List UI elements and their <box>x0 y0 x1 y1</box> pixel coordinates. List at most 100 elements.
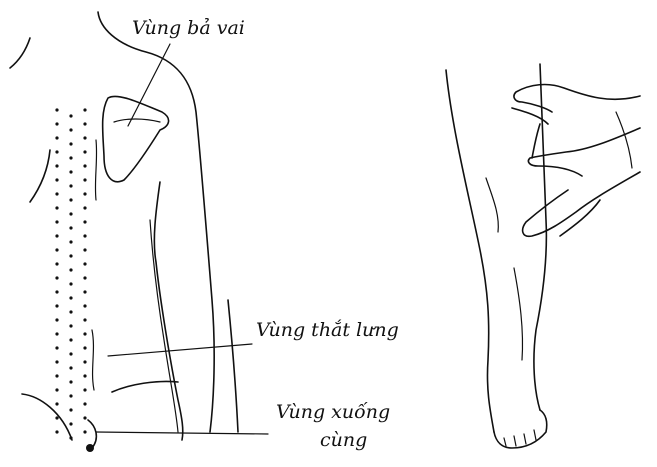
spine-dot <box>83 388 86 391</box>
spine-dot <box>55 416 58 419</box>
spine-dot <box>69 422 72 425</box>
spine-dot <box>83 276 86 279</box>
leg-outer-edge <box>446 70 494 432</box>
spine-dot <box>83 430 86 433</box>
spine-dot <box>83 318 86 321</box>
spine-dot <box>69 240 72 243</box>
spine-edge <box>95 140 96 200</box>
spine-dot <box>83 402 86 405</box>
spine-dot <box>69 310 72 313</box>
shin-line <box>514 268 523 360</box>
spine-dot <box>55 290 58 293</box>
label-sacrum-line1: Vùng xuống <box>276 401 390 423</box>
spine-dot <box>83 248 86 251</box>
spine-dot <box>55 304 58 307</box>
spine-dot <box>69 254 72 257</box>
spine-dot <box>69 226 72 229</box>
neck-outline <box>10 38 30 68</box>
spine-dot <box>83 416 86 419</box>
middle-hand <box>528 128 640 176</box>
spine-dot <box>69 366 72 369</box>
spine-dot <box>55 192 58 195</box>
spine-dot <box>83 290 86 293</box>
spine-dot <box>69 268 72 271</box>
spine-dot <box>69 170 72 173</box>
sacrum-tail <box>88 420 96 448</box>
spine-dot <box>83 206 86 209</box>
spine-dot <box>69 324 72 327</box>
spine-dots <box>55 108 86 439</box>
spine-dot <box>83 136 86 139</box>
spine-dot <box>55 206 58 209</box>
spine-dot <box>69 212 72 215</box>
buttock-curve <box>22 394 72 440</box>
spine-dot <box>83 374 86 377</box>
arm-outer-edge <box>228 300 238 432</box>
spine-dot <box>83 164 86 167</box>
spine-dot <box>55 374 58 377</box>
spine-dot <box>83 360 86 363</box>
lower-hand <box>523 172 640 236</box>
spine-dot <box>55 360 58 363</box>
lower-hand-thumb <box>560 200 600 236</box>
spine-dot <box>55 220 58 223</box>
left-back-edge <box>30 150 50 202</box>
spine-dot <box>83 332 86 335</box>
spine-dot <box>55 346 58 349</box>
shoulder-outline <box>98 12 214 432</box>
lower-back-pointer <box>108 344 252 356</box>
sacrum-mark <box>86 444 94 452</box>
back-figure <box>10 12 268 452</box>
spine-dot <box>55 150 58 153</box>
spine-dot <box>69 436 72 439</box>
spine-dot <box>55 430 58 433</box>
spine-dot <box>69 184 72 187</box>
wrist-line <box>616 112 632 168</box>
spine-dot <box>69 394 72 397</box>
spine-dot <box>55 136 58 139</box>
spine-dot <box>55 402 58 405</box>
spine-dot <box>69 380 72 383</box>
spine-dot <box>69 282 72 285</box>
spine-dot <box>55 178 58 181</box>
label-sacrum-line2: cùng <box>320 429 367 451</box>
spine-dot <box>69 352 72 355</box>
spine-dot <box>69 296 72 299</box>
spine-dot <box>83 150 86 153</box>
spine-dot <box>55 108 58 111</box>
spine-dot <box>69 338 72 341</box>
spine-dot <box>69 198 72 201</box>
spine-dot <box>83 234 86 237</box>
label-lower-back: Vùng thắt lưng <box>256 319 399 341</box>
spine-dot <box>55 234 58 237</box>
spine-dot <box>69 142 72 145</box>
spine-dot <box>55 164 58 167</box>
spine-dot <box>55 332 58 335</box>
shoulder-blade-shape <box>103 96 169 181</box>
spine-dot <box>69 156 72 159</box>
spine-dot <box>83 346 86 349</box>
spine-dot <box>55 318 58 321</box>
spine-dot <box>83 108 86 111</box>
knee-outline <box>486 178 498 232</box>
spine-dot <box>83 304 86 307</box>
spine-dot <box>55 388 58 391</box>
lumbar-curve <box>92 330 94 390</box>
spine-dot <box>83 178 86 181</box>
spine-dot <box>83 220 86 223</box>
spine-dot <box>69 114 72 117</box>
spine-dot <box>69 408 72 411</box>
arm-inner-edge <box>154 182 182 440</box>
leg-figure <box>446 64 640 448</box>
foot-outline <box>494 410 547 448</box>
spine-dot <box>69 128 72 131</box>
spine-dot <box>83 262 86 265</box>
upper-hand <box>514 85 640 112</box>
spine-dot <box>55 248 58 251</box>
spine-dot <box>55 276 58 279</box>
spine-dot <box>83 192 86 195</box>
spine-dot <box>55 262 58 265</box>
shoulder-blade-ridge <box>114 119 160 122</box>
